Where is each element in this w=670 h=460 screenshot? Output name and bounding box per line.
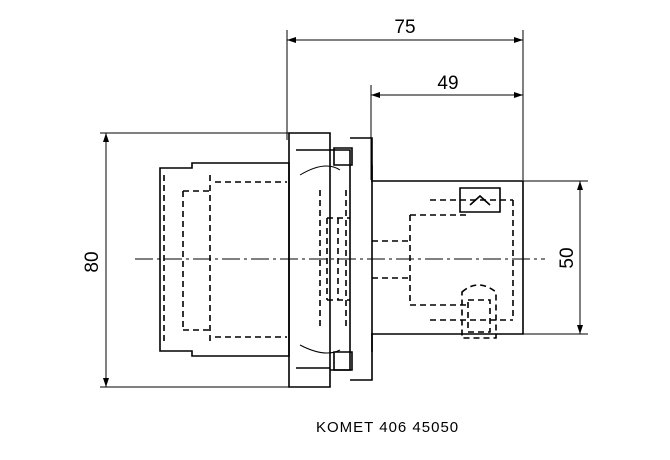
dimension-flange-diameter: 80 [82, 132, 290, 388]
tool-holder-body [135, 132, 545, 388]
dimension-label-overall-length: 75 [394, 17, 415, 38]
dimension-shank-length: 49 [370, 73, 523, 180]
dimension-label-flange-diameter: 80 [82, 251, 103, 272]
dimension-shank-diameter: 50 [371, 180, 588, 335]
dimension-label-shank-length: 49 [437, 73, 458, 94]
dimension-overall-length: 75 [286, 17, 524, 180]
dimension-label-shank-diameter: 50 [557, 247, 578, 268]
part-number-caption: KOMET 406 45050 [316, 419, 459, 436]
